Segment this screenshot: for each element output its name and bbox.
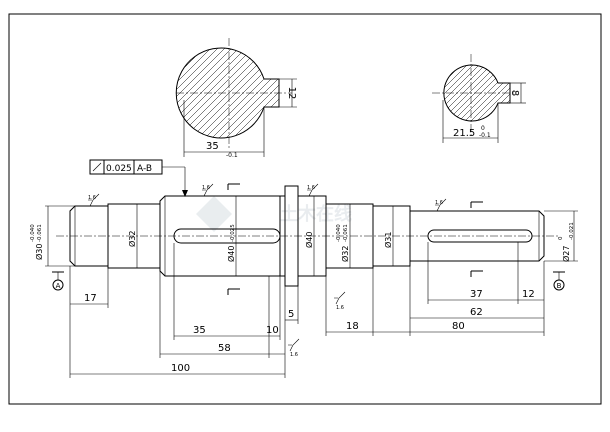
roughness-icon: 1.6 (88, 193, 100, 207)
runout-arrow-icon (92, 162, 102, 172)
dim-l58: 58 (218, 343, 231, 354)
dim-d40a: Ø40 (226, 246, 236, 262)
dim-l62: 62 (470, 307, 483, 318)
dim-d32b-upper: -0.040 (336, 224, 342, 242)
hatch-line (176, 48, 223, 138)
roughness-value: 1.6 (290, 352, 298, 358)
watermark-text: 土木在线 (280, 203, 352, 225)
dim-d40b: Ø40 (304, 232, 314, 248)
section-a-outline (175, 47, 280, 139)
dim-l12: 12 (522, 289, 535, 300)
section-b-tol-lower: -0.1 (479, 132, 491, 139)
runout-datum: A-B (137, 164, 152, 174)
roughness-value: 1.6 (336, 305, 344, 311)
dim-l80: 80 (452, 321, 465, 332)
watermark: 土木在线 (196, 196, 352, 232)
dim-d32b: Ø32 (340, 246, 350, 262)
hatch-line (443, 65, 477, 121)
hatch-line (378, 62, 440, 124)
roughness-value: 1.6 (435, 200, 443, 206)
roughness-value: 1.6 (88, 195, 96, 201)
section-a-tol: -0.1 (226, 152, 238, 159)
roughness-icon: 1.6 (435, 198, 447, 212)
dim-d30-upper: -0.040 (30, 224, 36, 242)
dim-l17: 17 (84, 293, 97, 304)
section-b-key-depth: 8 (509, 90, 520, 96)
section-a-key-depth: 12 (286, 87, 297, 100)
dim-d30-lower: -0.061 (37, 224, 43, 242)
length-dimensions: 17 35 10 5 58 100 18 37 12 62 80 (69, 242, 545, 378)
hatch-line (443, 65, 471, 121)
runout-tolerance-frame: 0.025 A-B (89, 159, 188, 197)
dim-l37: 37 (470, 289, 483, 300)
dim-l35: 35 (193, 325, 206, 336)
section-b-tol-upper: 0 (481, 125, 485, 132)
dim-d32a: Ø32 (127, 231, 137, 247)
datum-a: A (52, 271, 64, 291)
dim-d27: Ø27 (561, 246, 571, 262)
dim-d27-lower: -0.021 (569, 222, 575, 240)
section-cut-markers (227, 183, 483, 295)
section-b-diameter: 21.5 (453, 128, 475, 139)
hatch-line (491, 65, 510, 121)
hatch-line (176, 48, 209, 138)
roughness-icon: 1.6 (288, 338, 300, 358)
runout-value: 0.025 (106, 164, 132, 174)
dim-l18: 18 (346, 321, 359, 332)
roughness-icon: 1.6 (307, 183, 319, 197)
section-a-view: 12 35 -0.1 (175, 38, 297, 159)
hatch-line (176, 48, 181, 138)
roughness-icon: 1.6 (334, 291, 346, 311)
roughness-value: 1.6 (202, 185, 210, 191)
dim-d31: Ø31 (383, 232, 393, 248)
roughness-symbols: 1.6 1.6 1.6 1.6 1.6 1.6 (88, 183, 447, 358)
datum-b: B (553, 271, 565, 291)
dim-d32b-lower: -0.061 (343, 224, 349, 242)
dim-d30: Ø30 (34, 244, 44, 260)
hatch-line (176, 48, 216, 138)
section-b-outline (443, 64, 511, 122)
diameter-dimensions: Ø30 -0.040 -0.061 Ø32 Ø40 -0.025 Ø40 Ø32… (30, 196, 578, 276)
dim-l5: 5 (288, 309, 294, 320)
dim-d40a-tol: -0.025 (230, 224, 236, 242)
hatch-line (176, 48, 188, 138)
drawing-frame (8, 13, 602, 405)
dim-d27-upper: 0 (558, 236, 564, 240)
dim-l10: 10 (266, 325, 279, 336)
datum-a-label: A (56, 282, 61, 290)
section-a-diameter: 35 (206, 141, 219, 152)
roughness-value: 1.6 (307, 185, 315, 191)
datum-b-label: B (557, 282, 562, 290)
roughness-icon: 1.6 (202, 183, 214, 197)
dim-l100: 100 (171, 363, 190, 374)
section-b-view: 8 21.5 0 -0.1 (378, 54, 526, 143)
